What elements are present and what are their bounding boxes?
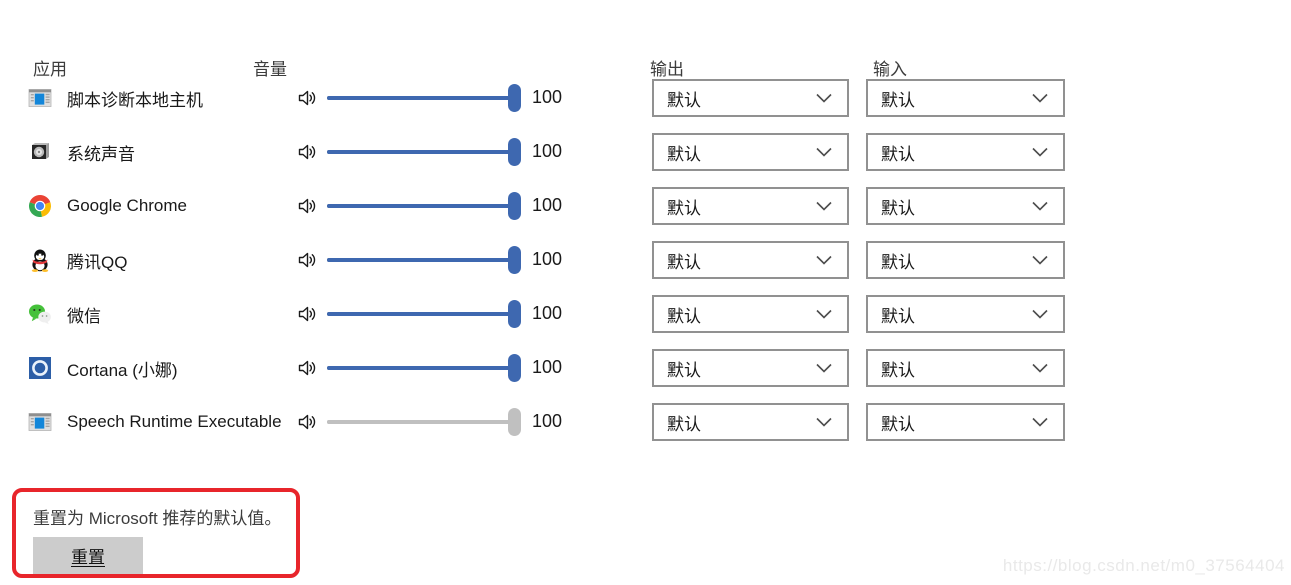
volume-slider[interactable] <box>327 296 521 332</box>
chevron-down-icon <box>1032 201 1048 211</box>
selected-input-device: 默认 <box>881 306 915 326</box>
input-device-select[interactable]: 默认 <box>866 295 1065 333</box>
slider-thumb[interactable] <box>508 138 521 166</box>
input-device-select[interactable]: 默认 <box>866 79 1065 117</box>
chevron-down-icon <box>816 201 832 211</box>
input-device-select[interactable]: 默认 <box>866 187 1065 225</box>
input-column-header: 输入 <box>873 60 907 79</box>
selected-output-device: 默认 <box>667 198 701 218</box>
speaker-volume-icon <box>297 412 317 432</box>
input-device-select[interactable]: 默认 <box>866 133 1065 171</box>
speaker-volume-icon <box>297 358 317 378</box>
selected-output-device: 默认 <box>667 414 701 434</box>
watermark: https://blog.csdn.net/m0_37564404 <box>1002 556 1285 575</box>
chevron-down-icon <box>1032 363 1048 373</box>
app-label: Speech Runtime Executable <box>67 412 282 431</box>
volume-value: 100 <box>532 87 563 107</box>
slider-thumb[interactable] <box>508 84 521 112</box>
chevron-down-icon <box>816 147 832 157</box>
output-device-select[interactable]: 默认 <box>652 295 849 333</box>
volume-value: 100 <box>532 411 563 431</box>
volume-value: 100 <box>532 303 563 323</box>
app-row: 微信 100 默认 默认 <box>0 295 1291 333</box>
cortana-icon <box>28 356 52 380</box>
app-label: 脚本诊断本地主机 <box>67 90 203 110</box>
chevron-down-icon <box>816 255 832 265</box>
volume-slider[interactable] <box>327 404 521 440</box>
app-row: Cortana (小娜) 100 默认 默认 <box>0 349 1291 387</box>
app-label: 腾讯QQ <box>67 252 128 272</box>
chevron-down-icon <box>1032 93 1048 103</box>
system-sounds-icon <box>28 140 52 164</box>
output-column-header: 输出 <box>650 60 684 79</box>
speaker-volume-icon <box>297 88 317 108</box>
speaker-volume-icon <box>297 304 317 324</box>
speaker-volume-icon <box>297 142 317 162</box>
apps-column-header: 应用 <box>33 60 67 79</box>
speaker-volume-icon <box>297 196 317 216</box>
volume-value: 100 <box>532 357 563 377</box>
speech-runtime-window-icon <box>28 410 52 434</box>
volume-value: 100 <box>532 195 563 215</box>
slider-thumb[interactable] <box>508 300 521 328</box>
output-device-select[interactable]: 默认 <box>652 133 849 171</box>
output-device-select[interactable]: 默认 <box>652 79 849 117</box>
reset-button[interactable]: 重置 <box>33 537 143 574</box>
app-row: 脚本诊断本地主机 100 默认 默认 <box>0 79 1291 117</box>
selected-input-device: 默认 <box>881 198 915 218</box>
volume-slider[interactable] <box>327 134 521 170</box>
selected-output-device: 默认 <box>667 144 701 164</box>
selected-input-device: 默认 <box>881 252 915 272</box>
chevron-down-icon <box>816 363 832 373</box>
output-device-select[interactable]: 默认 <box>652 349 849 387</box>
input-device-select[interactable]: 默认 <box>866 349 1065 387</box>
app-label: Google Chrome <box>67 196 188 215</box>
script-host-window-icon <box>28 86 52 110</box>
volume-value: 100 <box>532 249 563 269</box>
chevron-down-icon <box>1032 309 1048 319</box>
volume-slider[interactable] <box>327 242 521 278</box>
volume-slider[interactable] <box>327 350 521 386</box>
input-device-select[interactable]: 默认 <box>866 403 1065 441</box>
app-label: 微信 <box>67 306 101 326</box>
qq-icon <box>28 248 52 272</box>
app-label: 系统声音 <box>67 144 135 164</box>
selected-output-device: 默认 <box>667 252 701 272</box>
output-device-select[interactable]: 默认 <box>652 403 849 441</box>
input-device-select[interactable]: 默认 <box>866 241 1065 279</box>
selected-input-device: 默认 <box>881 144 915 164</box>
selected-input-device: 默认 <box>881 90 915 110</box>
chevron-down-icon <box>1032 417 1048 427</box>
app-row: Google Chrome 100 默认 默认 <box>0 187 1291 225</box>
volume-slider[interactable] <box>327 80 521 116</box>
output-device-select[interactable]: 默认 <box>652 241 849 279</box>
volume-value: 100 <box>532 141 563 161</box>
reset-description: 重置为 Microsoft 推荐的默认值。 <box>33 509 282 528</box>
chevron-down-icon <box>816 417 832 427</box>
volume-column-header: 音量 <box>253 60 287 79</box>
slider-thumb[interactable] <box>508 246 521 274</box>
slider-thumb[interactable] <box>508 192 521 220</box>
selected-input-device: 默认 <box>881 414 915 434</box>
chevron-down-icon <box>1032 147 1048 157</box>
selected-output-device: 默认 <box>667 90 701 110</box>
selected-output-device: 默认 <box>667 360 701 380</box>
speaker-volume-icon <box>297 250 317 270</box>
slider-thumb[interactable] <box>508 408 521 436</box>
app-row: 腾讯QQ 100 默认 默认 <box>0 241 1291 279</box>
wechat-icon <box>28 302 52 326</box>
selected-input-device: 默认 <box>881 360 915 380</box>
volume-slider[interactable] <box>327 188 521 224</box>
app-row: 系统声音 100 默认 默认 <box>0 133 1291 171</box>
slider-thumb[interactable] <box>508 354 521 382</box>
app-label: Cortana (小娜) <box>67 360 178 380</box>
app-rows: 脚本诊断本地主机 100 默认 默认 系统声音 <box>0 79 1291 458</box>
app-row: Speech Runtime Executable 100 默认 默认 <box>0 403 1291 441</box>
chrome-icon <box>28 194 52 218</box>
chevron-down-icon <box>816 93 832 103</box>
chevron-down-icon <box>816 309 832 319</box>
output-device-select[interactable]: 默认 <box>652 187 849 225</box>
selected-output-device: 默认 <box>667 306 701 326</box>
chevron-down-icon <box>1032 255 1048 265</box>
